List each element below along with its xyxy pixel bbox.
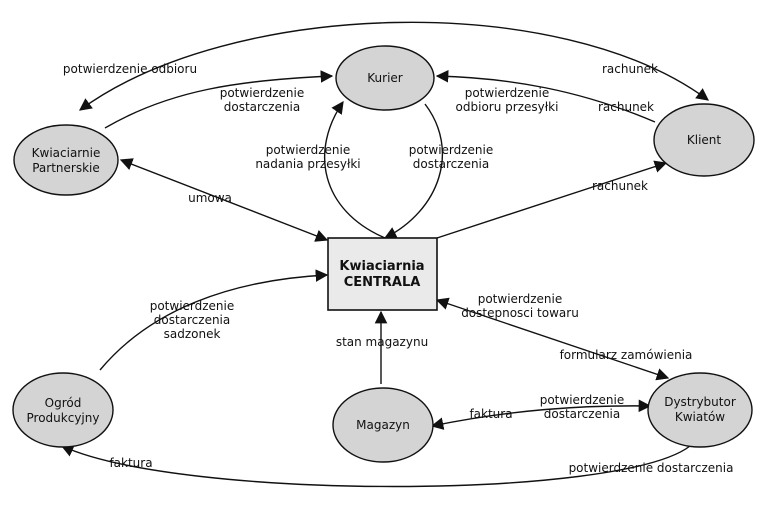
label-potw-dostepnosci-2: dostepnosci towaru: [461, 306, 579, 320]
label-stan-magazynu: stan magazynu: [336, 335, 428, 349]
node-dystrybutor-kwiatow: [647, 372, 753, 448]
label-potw-dostarczenia-b-2: dostarczenia: [413, 157, 490, 171]
label-formularz: formularz zamówienia: [560, 348, 693, 362]
label-potw-dostarczenia-bottom: potwierdzenie dostarczenia: [569, 461, 734, 475]
edge-ogrod-centrala: [99, 269, 329, 371]
node-ogrod-produkcyjny: [12, 372, 114, 448]
label-potw-dostepnosci-1: potwierdzenie: [478, 292, 563, 306]
edge-umowa: [119, 158, 329, 242]
label-potw-dostarczenia-a-2: dostarczenia: [224, 100, 301, 114]
label-faktura-bottom: faktura: [109, 456, 152, 470]
edge-magazyn-dystrybutor: [430, 399, 652, 430]
node-dystrybutor-label-2: Kwiatów: [675, 410, 725, 424]
label-rachunek-low: rachunek: [592, 179, 648, 193]
edge-top-arc: [78, 21, 710, 111]
node-klient-label: Klient: [687, 133, 722, 147]
node-centrala-label-2: CENTRALA: [344, 275, 421, 290]
edge-bottom-arc: [60, 444, 691, 488]
node-kwiaciarnie-partnerskie: [13, 124, 119, 196]
label-potw-sadzonek-2: dostarczenia: [154, 313, 231, 327]
label-potw-nadania-1: potwierdzenie: [266, 143, 351, 157]
label-potw-odbioru-przesylki-2: odbioru przesyłki: [456, 100, 559, 114]
node-kwiaciarnia-centrala: [327, 237, 438, 311]
label-potw-dostarczenia-c-1: potwierdzenie: [540, 393, 625, 407]
label-rachunek-mid: rachunek: [598, 100, 654, 114]
label-potw-sadzonek-3: sadzonek: [164, 327, 221, 341]
node-kwiaciarnie-label-1: Kwiaciarnie: [32, 146, 101, 160]
label-potw-dostarczenia-a-1: potwierdzenie: [220, 86, 305, 100]
label-potw-sadzonek-1: potwierdzenie: [150, 299, 235, 313]
label-potw-dostarczenia-c-2: dostarczenia: [544, 407, 621, 421]
node-dystrybutor-label-1: Dystrybutor: [664, 395, 736, 409]
node-kwiaciarnie-label-2: Partnerskie: [32, 161, 100, 175]
label-potw-odbioru: potwierdzenie odbioru: [63, 62, 197, 76]
node-kurier: [335, 45, 435, 111]
label-potw-odbioru-przesylki-1: potwierdzenie: [465, 86, 550, 100]
label-potw-dostarczenia-b-1: potwierdzenie: [409, 143, 494, 157]
node-ogrod-label-2: Produkcyjny: [27, 411, 100, 425]
edge-centrala-klient: [436, 160, 668, 239]
label-rachunek-top: rachunek: [602, 62, 658, 76]
edge-kurier-centrala: [383, 103, 444, 239]
node-centrala-label-1: Kwiaciarnia: [339, 259, 424, 274]
edge-partnerskie-kurier: [104, 70, 334, 129]
node-kurier-label: Kurier: [367, 71, 403, 85]
node-ogrod-label-1: Ogród: [45, 396, 82, 410]
node-klient: [653, 103, 755, 177]
edge-centrala-dystrybutor: [435, 297, 670, 381]
label-potw-nadania-2: nadania przesyłki: [255, 157, 360, 171]
node-magazyn-label: Magazyn: [356, 418, 410, 432]
label-umowa: umowa: [188, 191, 232, 205]
node-magazyn: [332, 387, 434, 463]
label-faktura-magazyn: faktura: [469, 407, 512, 421]
edge-klient-kurier: [435, 70, 656, 123]
